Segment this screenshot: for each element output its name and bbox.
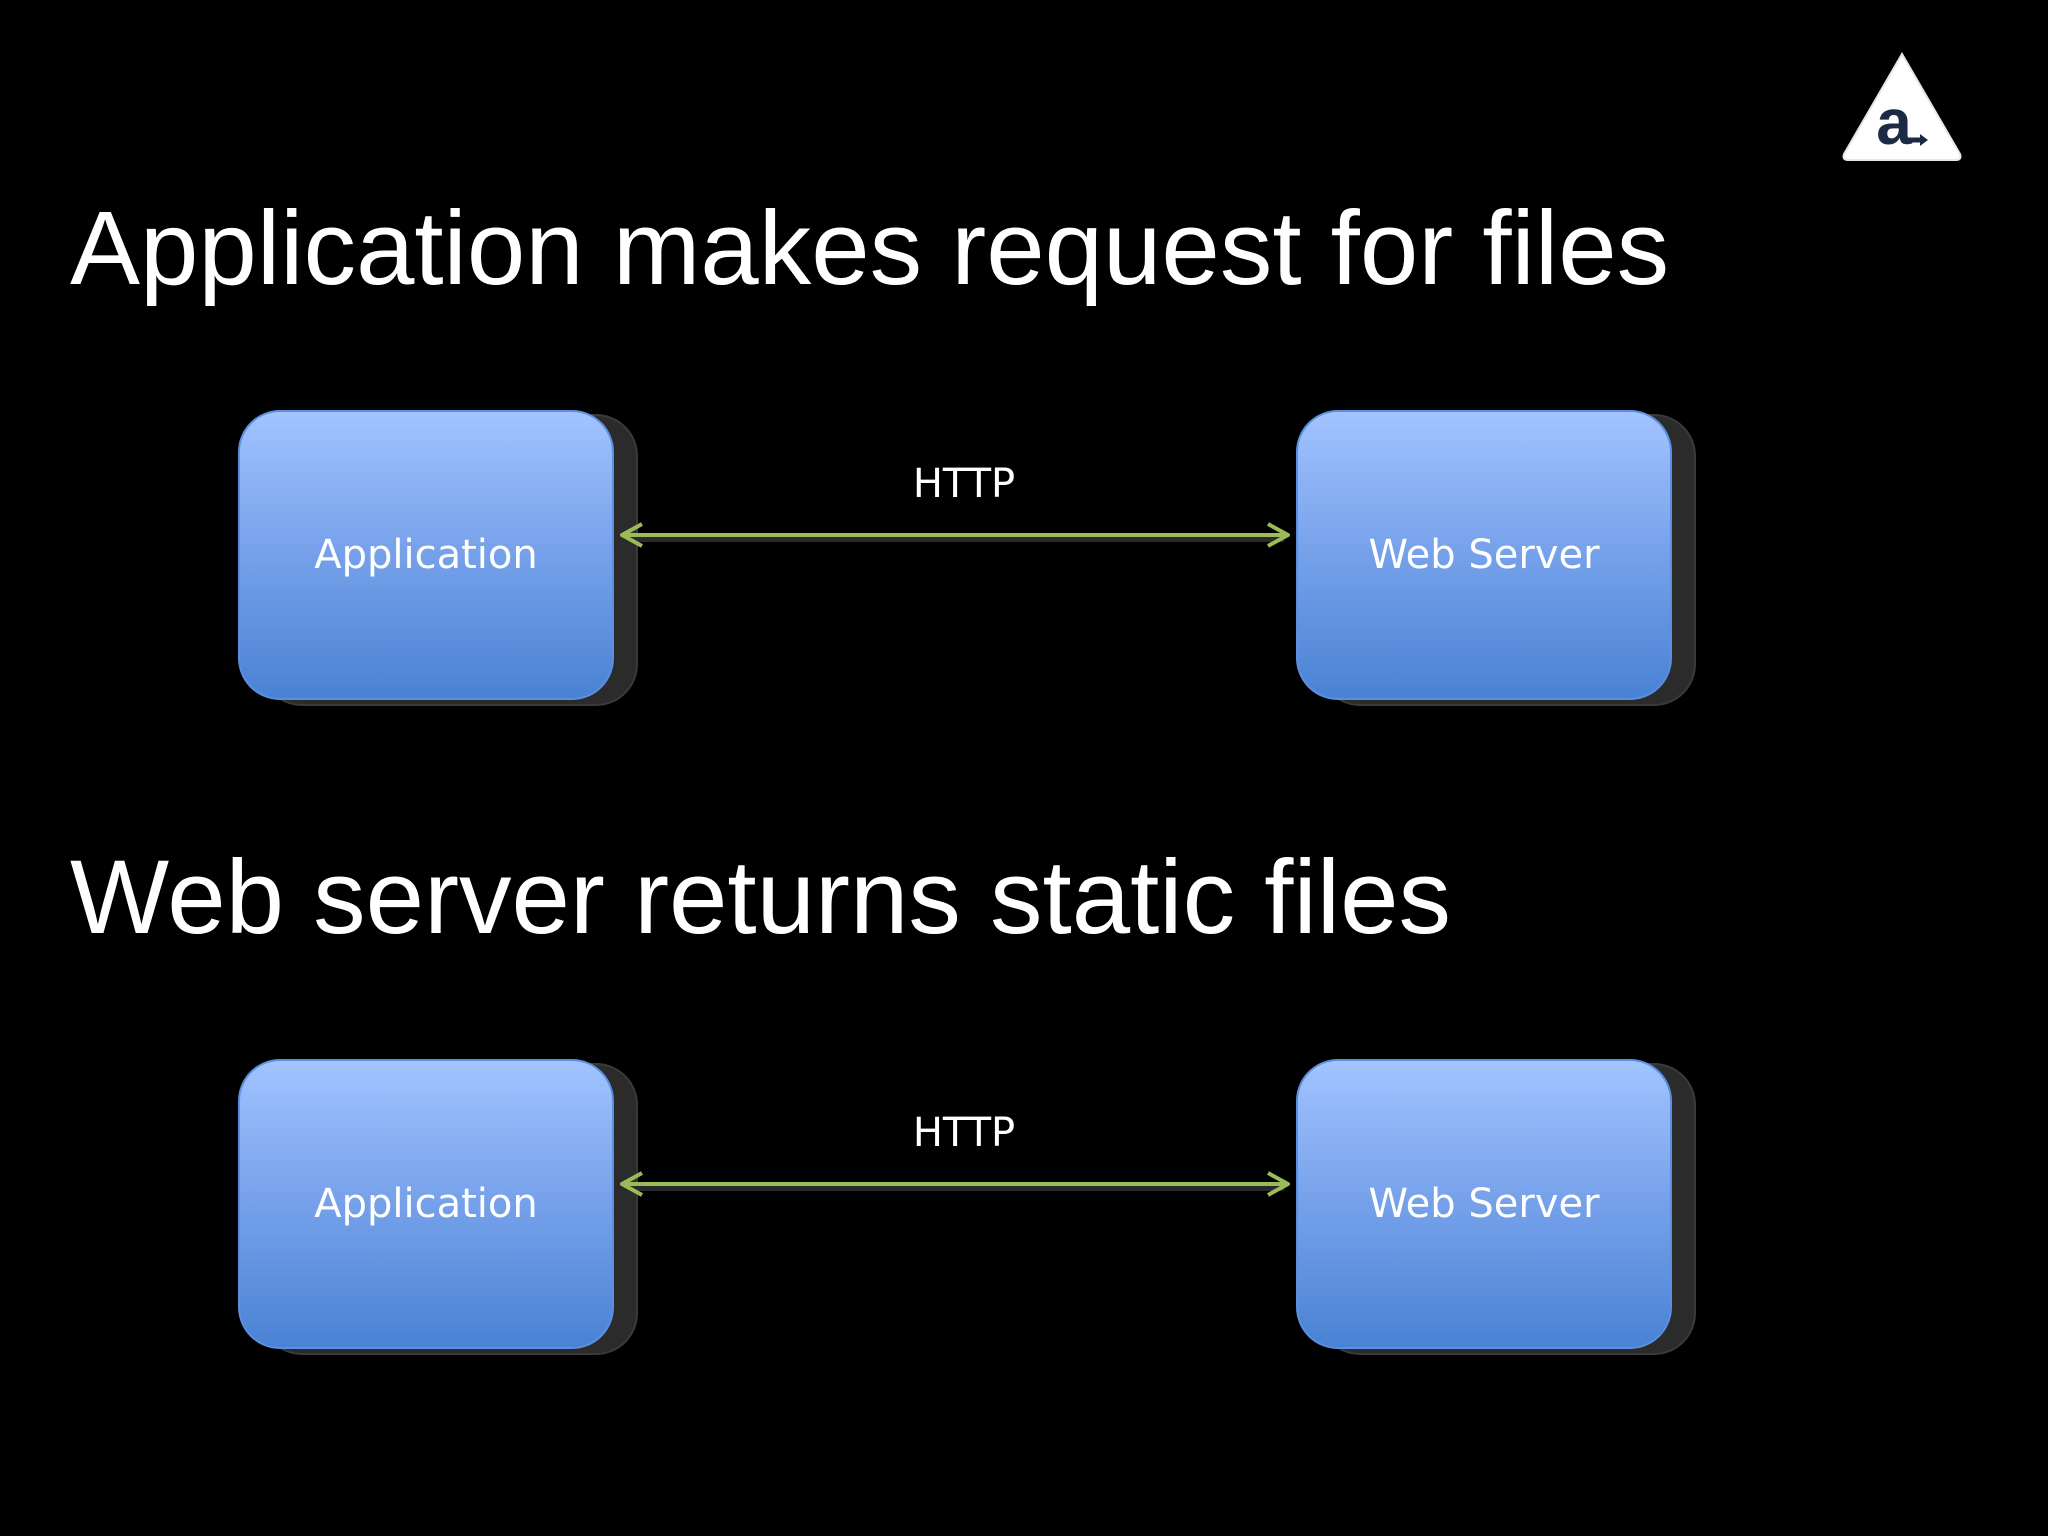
web-server-node-label: Web Server	[1368, 532, 1600, 578]
application-node: Application	[238, 410, 614, 700]
web-server-node: Web Server	[1296, 1059, 1672, 1349]
http-diagram-request: Application HTTP Web Server	[0, 390, 2048, 710]
web-server-node-label: Web Server	[1368, 1181, 1600, 1227]
web-server-node: Web Server	[1296, 410, 1672, 700]
logo-icon: a	[1842, 52, 1962, 161]
application-node: Application	[238, 1059, 614, 1349]
application-node-label: Application	[314, 1181, 538, 1227]
application-node-label: Application	[314, 532, 538, 578]
http-edge-label: HTTP	[912, 461, 1016, 507]
http-edge-label: HTTP	[912, 1110, 1016, 1156]
logo-letter: a	[1876, 86, 1912, 158]
bidirectional-arrow	[620, 522, 1290, 548]
heading-response: Web server returns static files	[70, 839, 1451, 956]
http-diagram-response: Application HTTP Web Server	[0, 1039, 2048, 1359]
heading-request: Application makes request for files	[70, 190, 1670, 307]
bidirectional-arrow	[620, 1171, 1290, 1197]
